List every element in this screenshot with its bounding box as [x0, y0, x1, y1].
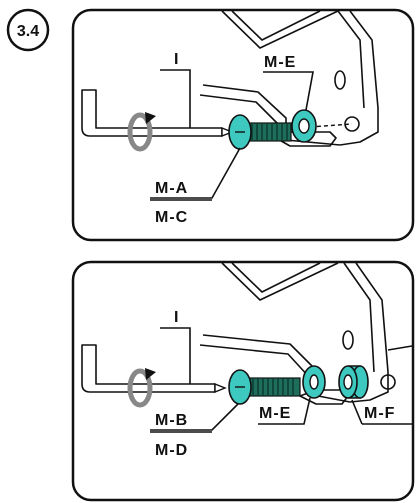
- spacer-part: [338, 365, 369, 399]
- bracket-slot: [342, 330, 354, 350]
- panel-top-frame: [71, 8, 415, 242]
- screw-part: [228, 114, 292, 150]
- step-badge-circle: [6, 8, 50, 52]
- washer-part: [291, 109, 317, 143]
- label-tool: I: [174, 309, 179, 326]
- label-spacer: M-F: [364, 405, 395, 422]
- step-number: 3.4: [17, 23, 39, 40]
- rotate-arrow-icon: [127, 368, 156, 408]
- label-tool: I: [174, 51, 179, 68]
- allen-key-icon: [81, 344, 227, 394]
- bracket-slot: [334, 70, 346, 90]
- allen-key-icon: [81, 89, 234, 138]
- washer-part: [302, 365, 326, 399]
- leader-lines: [150, 69, 314, 199]
- panel-bottom: I M-B M-D M-E M-F: [71, 260, 415, 502]
- panel-top: I M-E M-A M-C: [71, 8, 415, 242]
- label-washer: M-E: [259, 405, 291, 422]
- label-screw-bottom: M-C: [155, 209, 188, 226]
- bracket-hole: [380, 374, 396, 390]
- label-screw-top: M-A: [155, 180, 188, 197]
- label-washer: M-E: [264, 54, 296, 71]
- screw-part: [228, 369, 301, 405]
- panel-bottom-frame: [71, 260, 415, 502]
- label-screw-bottom: M-D: [155, 442, 188, 459]
- rotate-arrow-icon: [127, 112, 156, 152]
- step-badge: 3.4: [6, 8, 50, 52]
- label-screw-top: M-B: [155, 412, 188, 429]
- insertion-guide: [309, 123, 353, 128]
- leader-lines: [150, 327, 412, 431]
